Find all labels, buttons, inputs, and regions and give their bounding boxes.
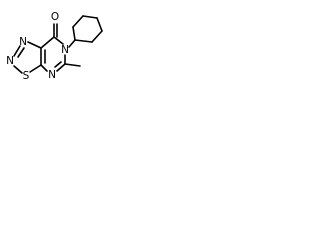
thiadiazole-ring	[13, 41, 42, 74]
methyl-bond	[64, 63, 81, 67]
bond	[82, 15, 98, 19]
sulfur-label: S	[23, 70, 30, 82]
bond	[13, 45, 21, 57]
ring-nitrogen-label: N	[61, 44, 69, 56]
bond	[54, 61, 62, 68]
bond	[74, 39, 93, 43]
bond	[29, 64, 42, 73]
bond	[56, 63, 66, 72]
pyrimidinone-ring	[40, 36, 66, 72]
bond	[72, 15, 84, 28]
bond	[53, 36, 64, 45]
imine-nitrogen-label: N	[48, 69, 56, 81]
thiadiazole-nitrogen-lower-label: N	[6, 55, 14, 67]
bond	[40, 64, 48, 72]
cyclohexyl-ring	[72, 15, 103, 43]
oxygen-label: O	[51, 11, 59, 23]
bond	[27, 41, 42, 49]
carbonyl-bond	[53, 23, 58, 38]
bond-n-cyclohexyl	[68, 39, 76, 48]
molecule-structure: O N N N N S	[6, 11, 103, 82]
bond	[40, 36, 55, 49]
bond	[13, 65, 23, 74]
thiadiazole-nitrogen-upper-label: N	[19, 36, 27, 48]
bond	[72, 26, 76, 41]
bond	[91, 30, 103, 43]
bond	[17, 47, 25, 58]
bond	[96, 17, 103, 32]
